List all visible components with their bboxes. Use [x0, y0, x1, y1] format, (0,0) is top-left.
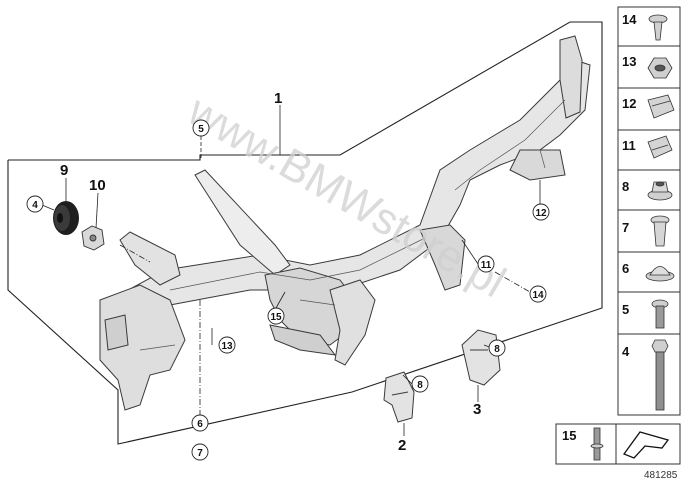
fastener-panel: 14 13 12 11 8 7 — [555, 6, 681, 481]
stud-icon — [590, 427, 604, 461]
svg-text:6: 6 — [197, 419, 203, 430]
panel-label-14: 14 — [622, 12, 637, 27]
bracket-3 — [461, 329, 501, 386]
circled-callout-6: 6 — [191, 414, 209, 432]
spring-nut-icon — [647, 94, 675, 119]
arrow-bracket-icon — [622, 431, 670, 459]
circled-callout-12: 12 — [532, 203, 550, 221]
panel-label-13: 13 — [622, 54, 636, 69]
callout-9: 9 — [60, 162, 68, 179]
callout-2: 2 — [398, 437, 406, 454]
collar-nut-icon — [647, 181, 673, 201]
cross-car-beam — [99, 35, 591, 411]
panel-label-8: 8 — [622, 179, 629, 194]
circled-callout-4: 4 — [26, 195, 44, 213]
svg-text:4: 4 — [32, 200, 38, 211]
panel-label-15: 15 — [562, 428, 576, 443]
leader-lines — [41, 105, 541, 436]
circled-callouts: 4 5 6 7 8 8 11 12 13 14 15 — [26, 119, 550, 461]
callout-10: 10 — [89, 177, 106, 194]
short-screw-icon — [651, 299, 669, 329]
callout-1: 1 — [274, 90, 282, 107]
panel-label-7: 7 — [622, 220, 629, 235]
clip-icon — [647, 135, 673, 159]
diagram-id: 481285 — [644, 470, 678, 481]
circled-callout-13: 13 — [218, 336, 236, 354]
circled-callout-5: 5 — [192, 119, 210, 137]
bracket-2 — [383, 371, 415, 423]
dome-nut-icon — [645, 266, 675, 282]
assembly-boundary — [7, 21, 603, 445]
svg-text:8: 8 — [417, 380, 423, 391]
svg-text:14: 14 — [532, 290, 544, 301]
svg-text:12: 12 — [535, 208, 547, 219]
panel-label-5: 5 — [622, 302, 629, 317]
svg-text:11: 11 — [481, 260, 492, 271]
svg-text:13: 13 — [221, 341, 233, 352]
main-callouts: 1 2 3 9 10 — [60, 90, 481, 454]
hex-nut-icon — [647, 57, 673, 79]
panel-label-11: 11 — [622, 138, 636, 153]
svg-text:15: 15 — [270, 312, 282, 323]
circled-callout-11: 11 — [477, 255, 495, 273]
clip-nut-icon — [648, 14, 668, 41]
panel-label-6: 6 — [622, 261, 629, 276]
circled-callout-14: 14 — [529, 285, 547, 303]
circled-callout-8b: 8 — [488, 339, 506, 357]
beam-detail-lines — [139, 99, 566, 351]
svg-text:5: 5 — [198, 124, 204, 135]
svg-text:8: 8 — [494, 344, 500, 355]
svg-text:7: 7 — [197, 448, 203, 459]
small-bracket-10 — [81, 225, 105, 251]
callout-3: 3 — [473, 401, 481, 418]
panel-label-4: 4 — [622, 344, 630, 359]
panel-label-12: 12 — [622, 96, 636, 111]
long-bolt-icon — [651, 339, 669, 411]
circled-callout-15: 15 — [267, 307, 285, 325]
expanding-rivet-icon — [650, 215, 670, 247]
circled-callout-7: 7 — [191, 443, 209, 461]
rubber-bushing-9 — [53, 201, 79, 235]
circled-callout-8a: 8 — [411, 375, 429, 393]
